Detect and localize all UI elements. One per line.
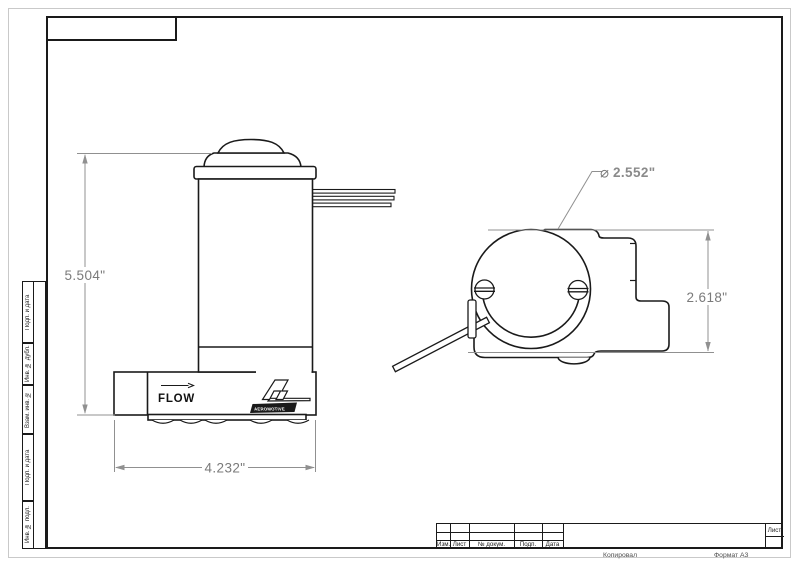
dia-symbol: ⌀	[600, 164, 609, 182]
pump-feet	[151, 419, 310, 424]
clamp-tab	[467, 299, 477, 339]
title-block: Изм. Лист № докум. Подп. Дата Лист	[436, 523, 784, 549]
pump-cap-dome	[216, 138, 286, 154]
drawing-sheet: Подп. и дата Инв. № дубл. Взам. инв. № П…	[8, 8, 791, 559]
top-left-stamp-box	[46, 16, 177, 41]
aeromotive-logo	[250, 379, 311, 413]
flow-arrow	[161, 382, 195, 389]
brand-label: AEROMOTIVE	[254, 407, 286, 412]
pump-cylinder	[197, 178, 314, 373]
clamp-band-arc	[482, 297, 580, 338]
pump-cap-flange	[193, 165, 317, 180]
title-col-ndokum: № докум.	[477, 541, 506, 548]
format-label: Формат А3	[714, 552, 749, 559]
screw-left	[474, 279, 495, 300]
title-col-izm: Изм.	[437, 541, 451, 548]
drawing-frame	[46, 16, 783, 549]
title-col-data: Дата	[545, 541, 560, 548]
pump-wires	[305, 188, 396, 208]
dimension-texts: 5.504" 4.232" 2.618" ⌀ 2.552"	[62, 164, 731, 476]
clamp-rod	[391, 316, 491, 373]
pump-cap-rim	[203, 152, 302, 168]
dim-width-front: 4.232"	[205, 461, 246, 476]
dim-height-top: 2.618"	[687, 290, 728, 305]
title-col-podp: Подп.	[519, 541, 537, 548]
margin-empty-column	[33, 281, 46, 549]
copied-label: Копировал	[603, 552, 638, 559]
pump-bottom-plate	[147, 413, 307, 421]
title-sheet-label: Лист	[767, 527, 782, 534]
title-col-list: Лист	[452, 541, 467, 548]
dim-diameter: 2.552"	[613, 165, 656, 180]
screw-right	[567, 279, 589, 301]
bracket-foot	[557, 357, 591, 365]
dimensions	[77, 153, 714, 472]
flow-label: FLOW	[158, 393, 195, 405]
dim-height-front: 5.504"	[65, 268, 106, 283]
